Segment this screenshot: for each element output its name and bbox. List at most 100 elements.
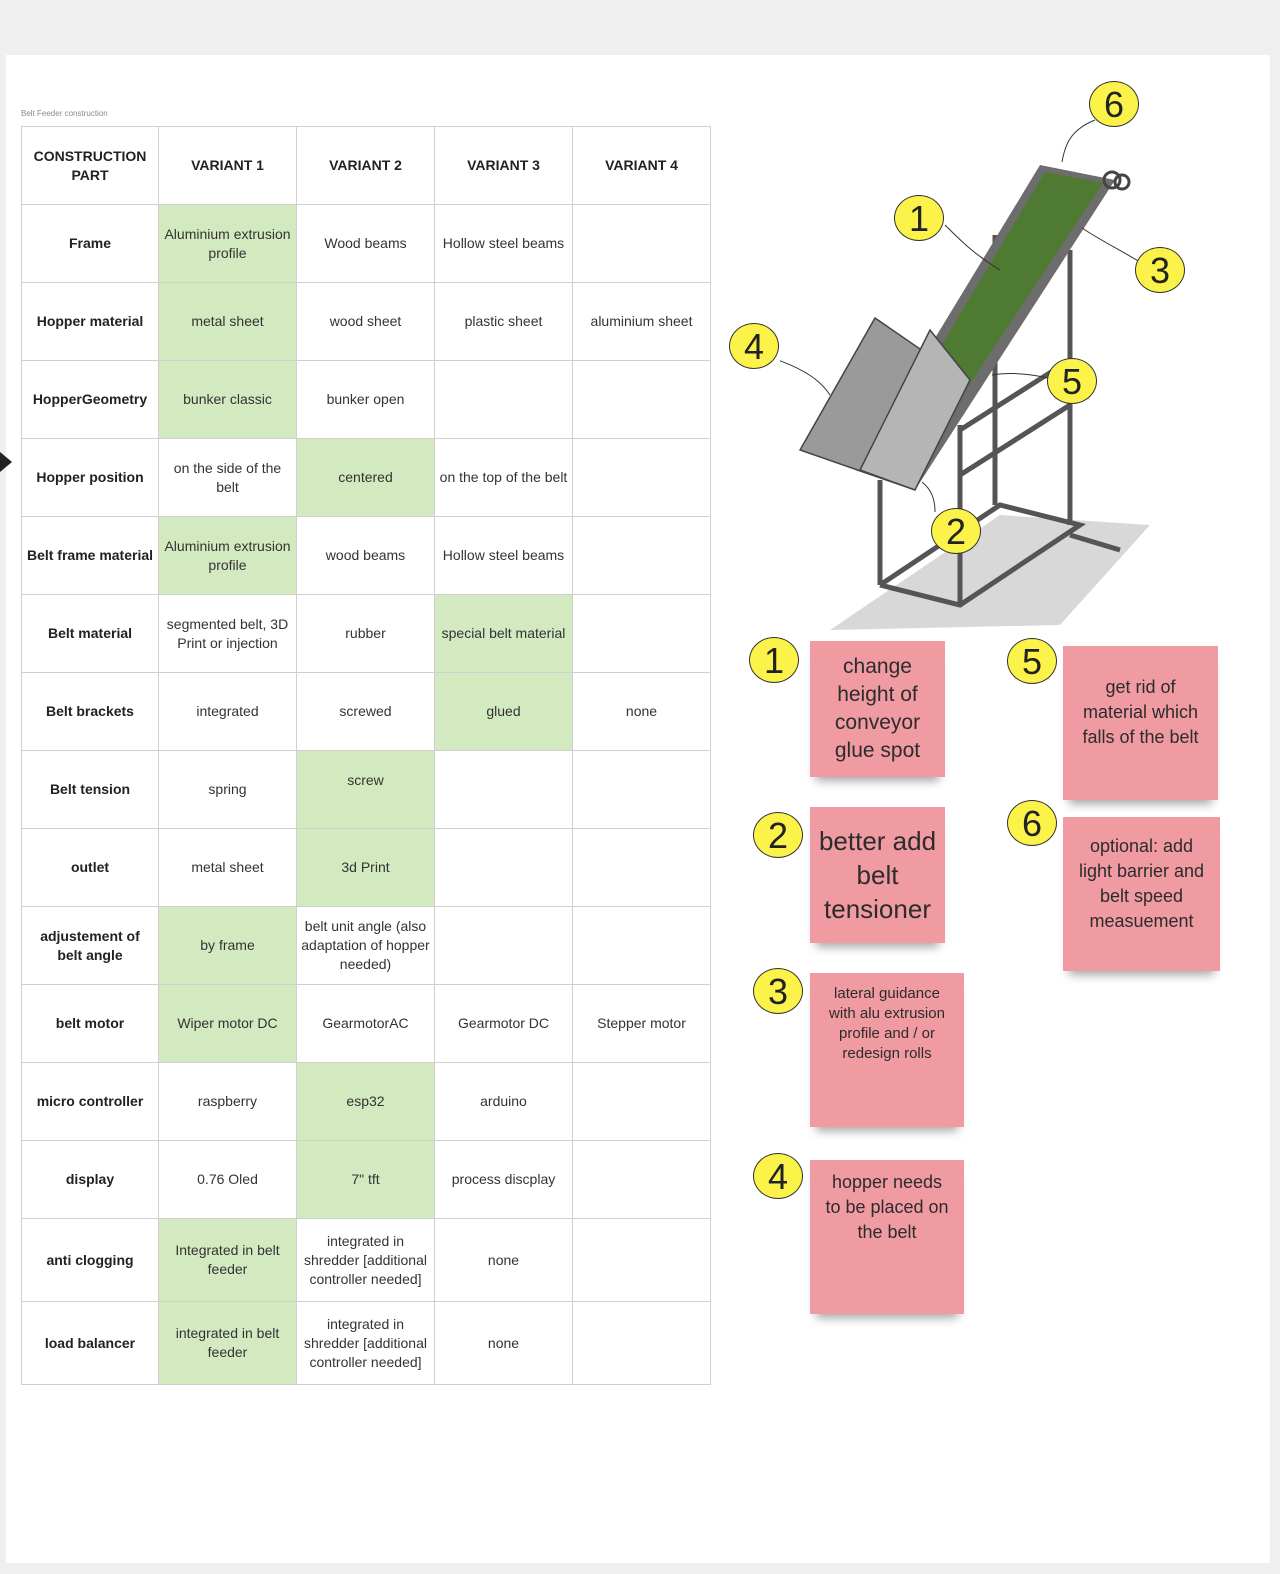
table-cell[interactable]: rubber xyxy=(296,594,435,673)
table-cell[interactable]: arduino xyxy=(434,1062,573,1141)
table-cell[interactable]: GearmotorAC xyxy=(296,984,435,1063)
sticky-note-6[interactable]: optional: add light barrier and belt spe… xyxy=(1063,817,1220,971)
row-label[interactable]: Frame xyxy=(21,204,159,283)
row-label[interactable]: display xyxy=(21,1140,159,1219)
callout-badge-2[interactable]: 2 xyxy=(931,508,981,554)
table-cell[interactable]: Hollow steel beams xyxy=(434,516,573,595)
table-cell[interactable]: on the side of the belt xyxy=(158,438,297,517)
header-cell[interactable]: CONSTRUCTION PART xyxy=(21,126,159,205)
collapse-arrow-icon[interactable] xyxy=(0,452,12,472)
table-cell[interactable]: 7" tft xyxy=(296,1140,435,1219)
callout-badge-5[interactable]: 5 xyxy=(1047,358,1097,404)
table-cell[interactable]: none xyxy=(572,672,711,751)
row-label[interactable]: HopperGeometry xyxy=(21,360,159,439)
table-cell[interactable] xyxy=(572,360,711,439)
table-cell[interactable] xyxy=(572,1062,711,1141)
table-cell[interactable] xyxy=(572,906,711,985)
row-label[interactable]: Belt frame material xyxy=(21,516,159,595)
table-cell[interactable]: esp32 xyxy=(296,1062,435,1141)
table-cell[interactable] xyxy=(572,594,711,673)
table-cell[interactable]: plastic sheet xyxy=(434,282,573,361)
table-cell[interactable]: aluminium sheet xyxy=(572,282,711,361)
table-cell[interactable]: spring xyxy=(158,750,297,829)
row-label[interactable]: micro controller xyxy=(21,1062,159,1141)
note-badge-6[interactable]: 6 xyxy=(1007,800,1057,846)
table-cell[interactable]: Wood beams xyxy=(296,204,435,283)
row-label[interactable]: belt motor xyxy=(21,984,159,1063)
callout-badge-1[interactable]: 1 xyxy=(894,195,944,241)
header-cell[interactable]: VARIANT 1 xyxy=(158,126,297,205)
table-cell[interactable]: Aluminium extrusion profile xyxy=(158,516,297,595)
table-cell[interactable]: screwed xyxy=(296,672,435,751)
table-cell[interactable]: Gearmotor DC xyxy=(434,984,573,1063)
note-badge-4[interactable]: 4 xyxy=(753,1153,803,1199)
table-cell[interactable]: on the top of the belt xyxy=(434,438,573,517)
table-cell[interactable]: bunker open xyxy=(296,360,435,439)
frame-title[interactable]: Belt Feeder construction xyxy=(21,109,108,118)
table-cell[interactable]: segmented belt, 3D Print or injection xyxy=(158,594,297,673)
table-cell[interactable]: integrated in shredder [additional contr… xyxy=(296,1218,435,1302)
table-cell[interactable] xyxy=(434,750,573,829)
header-cell[interactable]: VARIANT 2 xyxy=(296,126,435,205)
table-cell[interactable]: Aluminium extrusion profile xyxy=(158,204,297,283)
table-cell[interactable]: metal sheet xyxy=(158,282,297,361)
header-cell[interactable]: VARIANT 4 xyxy=(572,126,711,205)
table-cell[interactable]: by frame xyxy=(158,906,297,985)
table-cell[interactable]: Wiper motor DC xyxy=(158,984,297,1063)
row-label[interactable]: load balancer xyxy=(21,1301,159,1385)
callout-badge-6[interactable]: 6 xyxy=(1089,81,1139,127)
table-cell[interactable]: 0.76 Oled xyxy=(158,1140,297,1219)
table-cell[interactable] xyxy=(572,204,711,283)
sticky-note-1[interactable]: change height of conveyor glue spot xyxy=(810,641,945,777)
table-cell[interactable]: Stepper motor xyxy=(572,984,711,1063)
callout-badge-3[interactable]: 3 xyxy=(1135,247,1185,293)
belt-feeder-drawing[interactable] xyxy=(780,80,1210,640)
table-cell[interactable]: bunker classic xyxy=(158,360,297,439)
table-cell[interactable] xyxy=(572,1218,711,1302)
table-cell[interactable]: screw xyxy=(296,750,435,829)
table-cell[interactable] xyxy=(434,906,573,985)
note-badge-2[interactable]: 2 xyxy=(753,812,803,858)
table-cell[interactable] xyxy=(572,1301,711,1385)
row-label[interactable]: outlet xyxy=(21,828,159,907)
table-cell[interactable]: belt unit angle (also adaptation of hopp… xyxy=(296,906,435,985)
note-badge-3[interactable]: 3 xyxy=(753,968,803,1014)
row-label[interactable]: Hopper material xyxy=(21,282,159,361)
table-cell[interactable] xyxy=(434,360,573,439)
table-cell[interactable]: none xyxy=(434,1301,573,1385)
callout-badge-4[interactable]: 4 xyxy=(729,323,779,369)
table-cell[interactable]: centered xyxy=(296,438,435,517)
table-cell[interactable]: process discplay xyxy=(434,1140,573,1219)
table-cell[interactable]: Hollow steel beams xyxy=(434,204,573,283)
row-label[interactable]: Belt brackets xyxy=(21,672,159,751)
sticky-note-3[interactable]: lateral guidance with alu extrusion prof… xyxy=(810,973,964,1127)
table-cell[interactable] xyxy=(572,750,711,829)
table-cell[interactable]: integrated in belt feeder xyxy=(158,1301,297,1385)
sticky-note-5[interactable]: get rid of material which falls of the b… xyxy=(1063,646,1218,800)
table-cell[interactable]: special belt material xyxy=(434,594,573,673)
table-cell[interactable]: Integrated in belt feeder xyxy=(158,1218,297,1302)
table-cell[interactable]: raspberry xyxy=(158,1062,297,1141)
note-badge-1[interactable]: 1 xyxy=(749,637,799,683)
table-cell[interactable] xyxy=(572,1140,711,1219)
table-cell[interactable]: wood beams xyxy=(296,516,435,595)
table-cell[interactable]: none xyxy=(434,1218,573,1302)
table-cell[interactable]: integrated xyxy=(158,672,297,751)
table-cell[interactable]: glued xyxy=(434,672,573,751)
table-cell[interactable]: metal sheet xyxy=(158,828,297,907)
table-cell[interactable]: wood sheet xyxy=(296,282,435,361)
table-cell[interactable] xyxy=(572,828,711,907)
note-badge-5[interactable]: 5 xyxy=(1007,638,1057,684)
table-cell[interactable] xyxy=(434,828,573,907)
table-cell[interactable]: 3d Print xyxy=(296,828,435,907)
row-label[interactable]: Belt tension xyxy=(21,750,159,829)
table-cell[interactable]: integrated in shredder [additional contr… xyxy=(296,1301,435,1385)
sticky-note-2[interactable]: better add belt tensioner xyxy=(810,807,945,943)
row-label[interactable]: Belt material xyxy=(21,594,159,673)
table-cell[interactable] xyxy=(572,516,711,595)
header-cell[interactable]: VARIANT 3 xyxy=(434,126,573,205)
row-label[interactable]: Hopper position xyxy=(21,438,159,517)
sticky-note-4[interactable]: hopper needs to be placed on the belt xyxy=(810,1160,964,1314)
row-label[interactable]: anti clogging xyxy=(21,1218,159,1302)
comparison-table[interactable]: CONSTRUCTION PART VARIANT 1 VARIANT 2 VA… xyxy=(21,126,711,1385)
